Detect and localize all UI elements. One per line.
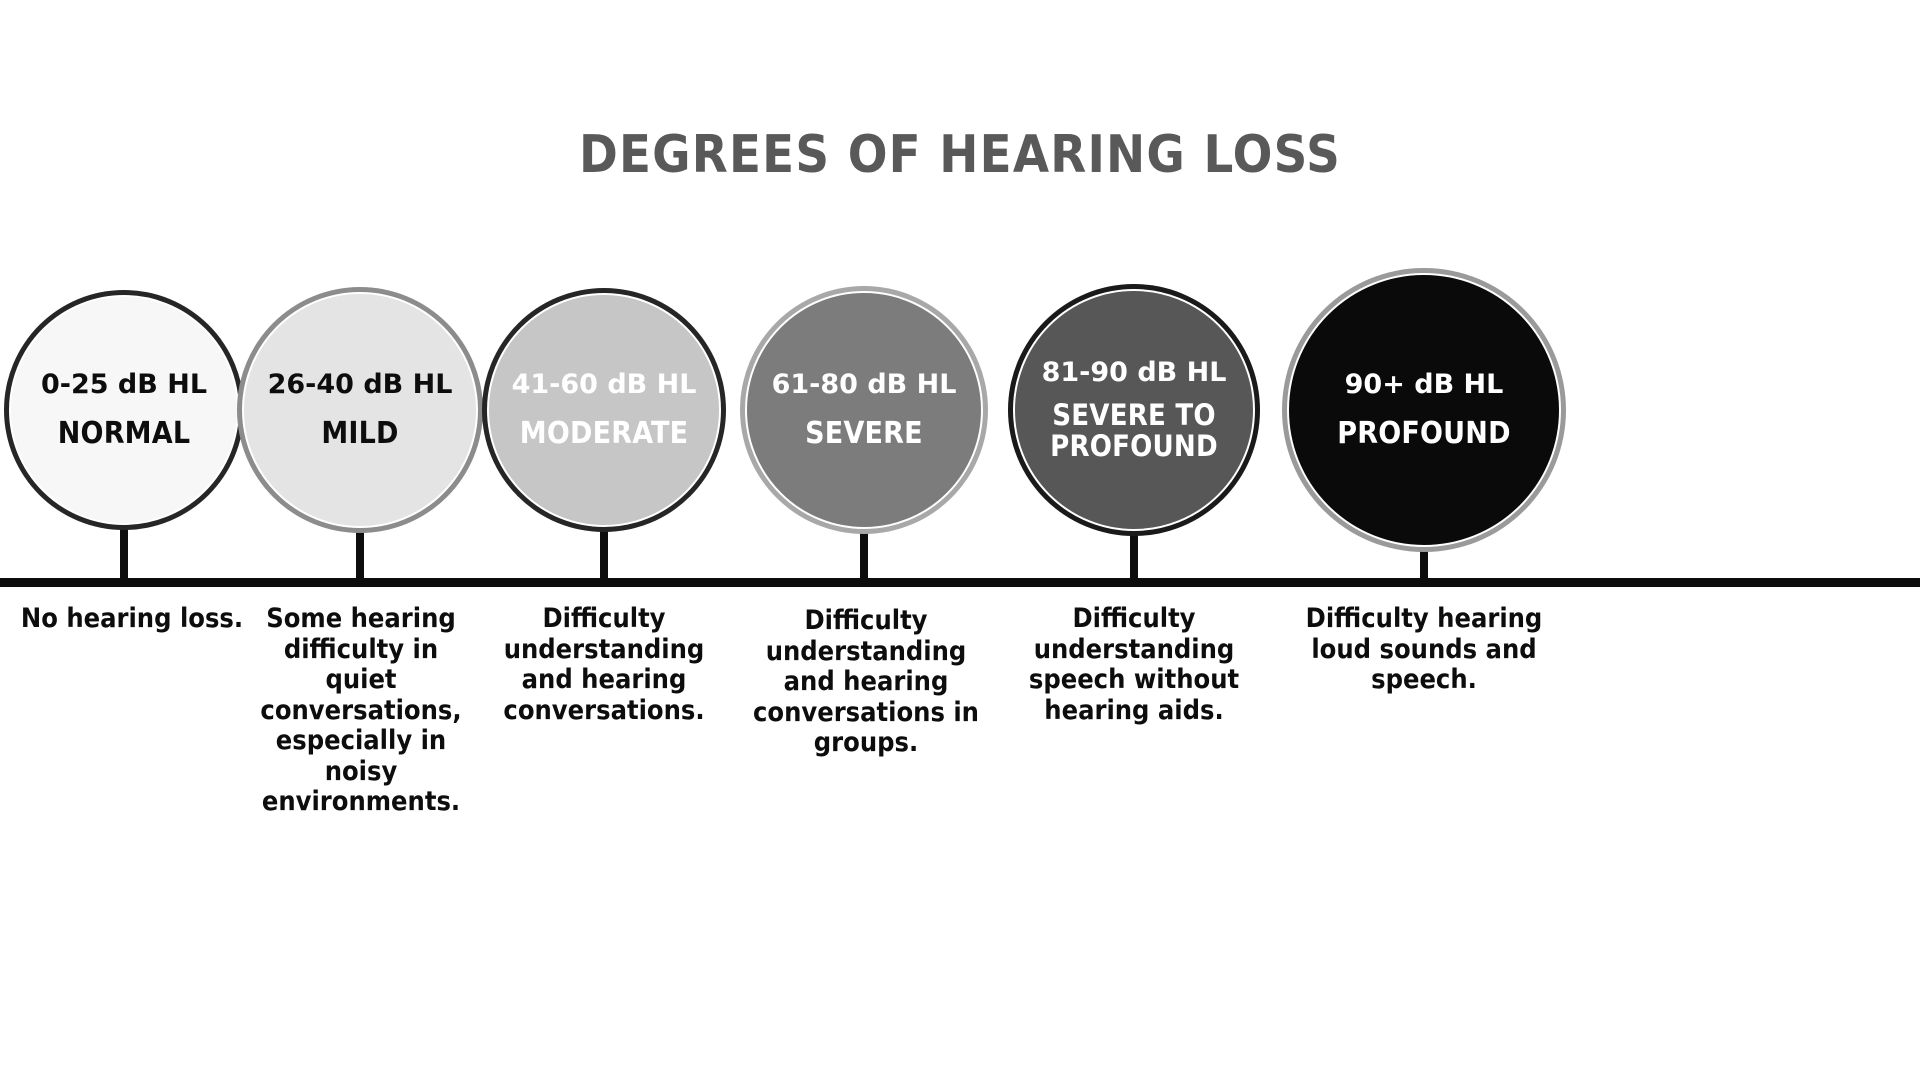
degree-name-label-profound: PROFOUND [1337, 415, 1511, 451]
degree-circle-face-mild: 26-40 dB HL MILD [242, 292, 478, 528]
degree-circle-face-severe: 61-80 dB HL SEVERE [745, 291, 983, 529]
degree-circle-face-severe-to-profound: 81-90 dB HL SEVERE TO PROFOUND [1013, 289, 1255, 531]
db-range-label-severe-to-profound: 81-90 dB HL [1041, 357, 1227, 389]
page-title: DEGREES OF HEARING LOSS [578, 125, 1342, 185]
connector-stem-severe [860, 526, 868, 582]
degree-circle-profound[interactable]: 90+ dB HL PROFOUND [1282, 268, 1566, 552]
degree-caption-mild: Some hearing difficulty in quiet convers… [260, 603, 462, 817]
degree-name-label-severe-to-profound: SEVERE TO PROFOUND [1050, 398, 1218, 463]
degree-name-label-severe: SEVERE [805, 415, 923, 451]
degree-caption-normal: No hearing loss. [20, 603, 244, 634]
degree-circle-face-profound: 90+ dB HL PROFOUND [1287, 273, 1561, 547]
db-range-label-mild: 26-40 dB HL [267, 369, 453, 401]
connector-stem-normal [120, 522, 128, 582]
degree-circle-face-moderate: 41-60 dB HL MODERATE [487, 293, 721, 527]
degree-caption-severe: Difficulty understanding and hearing con… [753, 605, 979, 758]
connector-stem-profound [1420, 544, 1428, 582]
degree-circle-face-normal: 0-25 dB HL NORMAL [9, 295, 239, 525]
degree-name-label-moderate: MODERATE [519, 415, 689, 451]
db-range-label-moderate: 41-60 dB HL [511, 369, 697, 401]
degree-name-label-normal: NORMAL [57, 415, 191, 451]
degree-circle-normal[interactable]: 0-25 dB HL NORMAL [4, 290, 244, 530]
degree-circle-severe[interactable]: 61-80 dB HL SEVERE [740, 286, 988, 534]
degree-circle-mild[interactable]: 26-40 dB HL MILD [237, 287, 483, 533]
db-range-label-profound: 90+ dB HL [1344, 369, 1504, 401]
degree-name-label-mild: MILD [321, 415, 399, 451]
degree-circle-severe-to-profound[interactable]: 81-90 dB HL SEVERE TO PROFOUND [1008, 284, 1260, 536]
degree-caption-profound: Difficulty hearing loud sounds and speec… [1305, 603, 1543, 695]
db-range-label-severe: 61-80 dB HL [771, 369, 957, 401]
connector-stem-severe-to-profound [1130, 528, 1138, 582]
connector-stem-moderate [600, 524, 608, 582]
degree-caption-moderate: Difficulty understanding and hearing con… [503, 603, 705, 726]
connector-stem-mild [356, 525, 364, 582]
degree-caption-severe-to-profound: Difficulty understanding speech without … [1028, 603, 1240, 726]
db-range-label-normal: 0-25 dB HL [40, 369, 208, 401]
timeline-axis [0, 578, 1920, 587]
degree-circle-moderate[interactable]: 41-60 dB HL MODERATE [482, 288, 726, 532]
